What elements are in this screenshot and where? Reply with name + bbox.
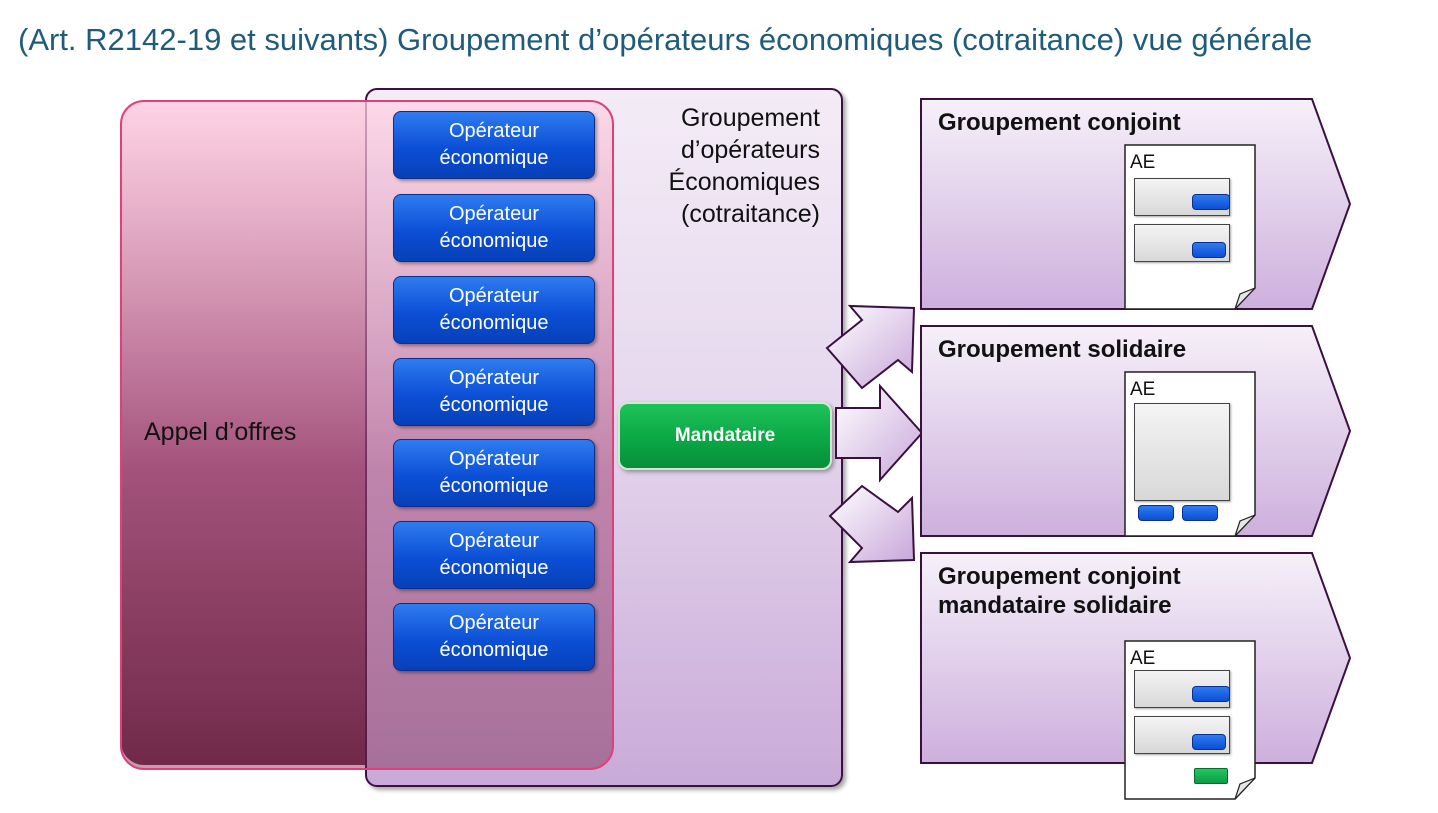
- operateur-economique-2: Opérateur économique: [393, 194, 595, 262]
- operateur-economique-7: Opérateur économique: [393, 603, 595, 671]
- ae-label: AE: [1130, 648, 1156, 669]
- operateur-chip: [1192, 734, 1226, 750]
- arrow-up-right: [825, 304, 916, 390]
- appel-offres-label: Appel d’offres: [144, 418, 297, 446]
- operateur-line1: Opérateur: [448, 203, 540, 225]
- ae-document: AE: [1124, 371, 1256, 537]
- chevron-title-line2: mandataire solidaire: [938, 592, 1172, 619]
- chevron-title-line1: Groupement conjoint: [938, 109, 1181, 136]
- operateur-line2: économique: [439, 557, 549, 579]
- operateur-economique-1: Opérateur économique: [393, 111, 595, 179]
- operateur-economique-6: Opérateur économique: [393, 521, 595, 589]
- operateur-economique-4: Opérateur économique: [393, 358, 595, 426]
- chevron-groupement-solidaire: Groupement solidaire AE: [920, 325, 1352, 537]
- chevron-title: Groupement solidaire: [938, 335, 1186, 364]
- mandataire-chip: [1194, 768, 1228, 784]
- groupement-label-line2: d’opérateurs: [681, 136, 820, 164]
- chevron-groupement-conjoint: Groupement conjoint AE: [920, 98, 1352, 310]
- groupement-label-line4: (cotraitance): [681, 200, 820, 228]
- ae-document: AE: [1124, 640, 1256, 800]
- operateur-line2: économique: [439, 230, 549, 252]
- operateur-economique-5: Opérateur économique: [393, 439, 595, 507]
- chevron-title-line1: Groupement conjoint: [938, 563, 1181, 590]
- ae-document: AE: [1124, 144, 1256, 310]
- chevron-title: Groupement conjoint mandataire solidaire: [938, 562, 1181, 620]
- ae-label: AE: [1130, 379, 1156, 400]
- chevron-title: Groupement conjoint: [938, 108, 1181, 137]
- ae-label: AE: [1130, 152, 1156, 173]
- operateur-line2: économique: [439, 147, 549, 169]
- operateur-line2: économique: [439, 394, 549, 416]
- operateur-chip: [1192, 242, 1226, 258]
- operateur-line2: économique: [439, 639, 549, 661]
- operateur-line1: Opérateur: [448, 120, 540, 142]
- operateur-line1: Opérateur: [448, 367, 540, 389]
- operateur-chip: [1192, 686, 1230, 702]
- operateur-economique-3: Opérateur économique: [393, 276, 595, 344]
- groupement-label: Groupement d’opérateurs Économiques (cot…: [620, 102, 820, 230]
- operateur-chip: [1138, 505, 1174, 521]
- operateur-line2: économique: [439, 475, 549, 497]
- operateur-line1: Opérateur: [448, 612, 540, 634]
- arrows-group: [825, 304, 924, 564]
- ae-field: [1134, 403, 1230, 501]
- operateur-chip: [1192, 194, 1230, 210]
- groupement-label-line1: Groupement: [681, 104, 820, 132]
- arrow-down-right: [828, 484, 916, 564]
- groupement-label-line3: Économiques: [668, 168, 820, 196]
- chevron-groupement-conjoint-mandataire-solidaire: Groupement conjoint mandataire solidaire…: [920, 552, 1352, 800]
- operateur-chip: [1182, 505, 1218, 521]
- mandataire-button: Mandataire: [618, 402, 832, 470]
- operateur-line1: Opérateur: [448, 530, 540, 552]
- operateur-line2: économique: [439, 312, 549, 334]
- operateur-line1: Opérateur: [448, 285, 540, 307]
- operateur-line1: Opérateur: [448, 448, 540, 470]
- chevron-title-line1: Groupement solidaire: [938, 336, 1187, 363]
- page-title: (Art. R2142-19 et suivants) Groupement d…: [18, 22, 1313, 57]
- arrow-right: [835, 383, 924, 483]
